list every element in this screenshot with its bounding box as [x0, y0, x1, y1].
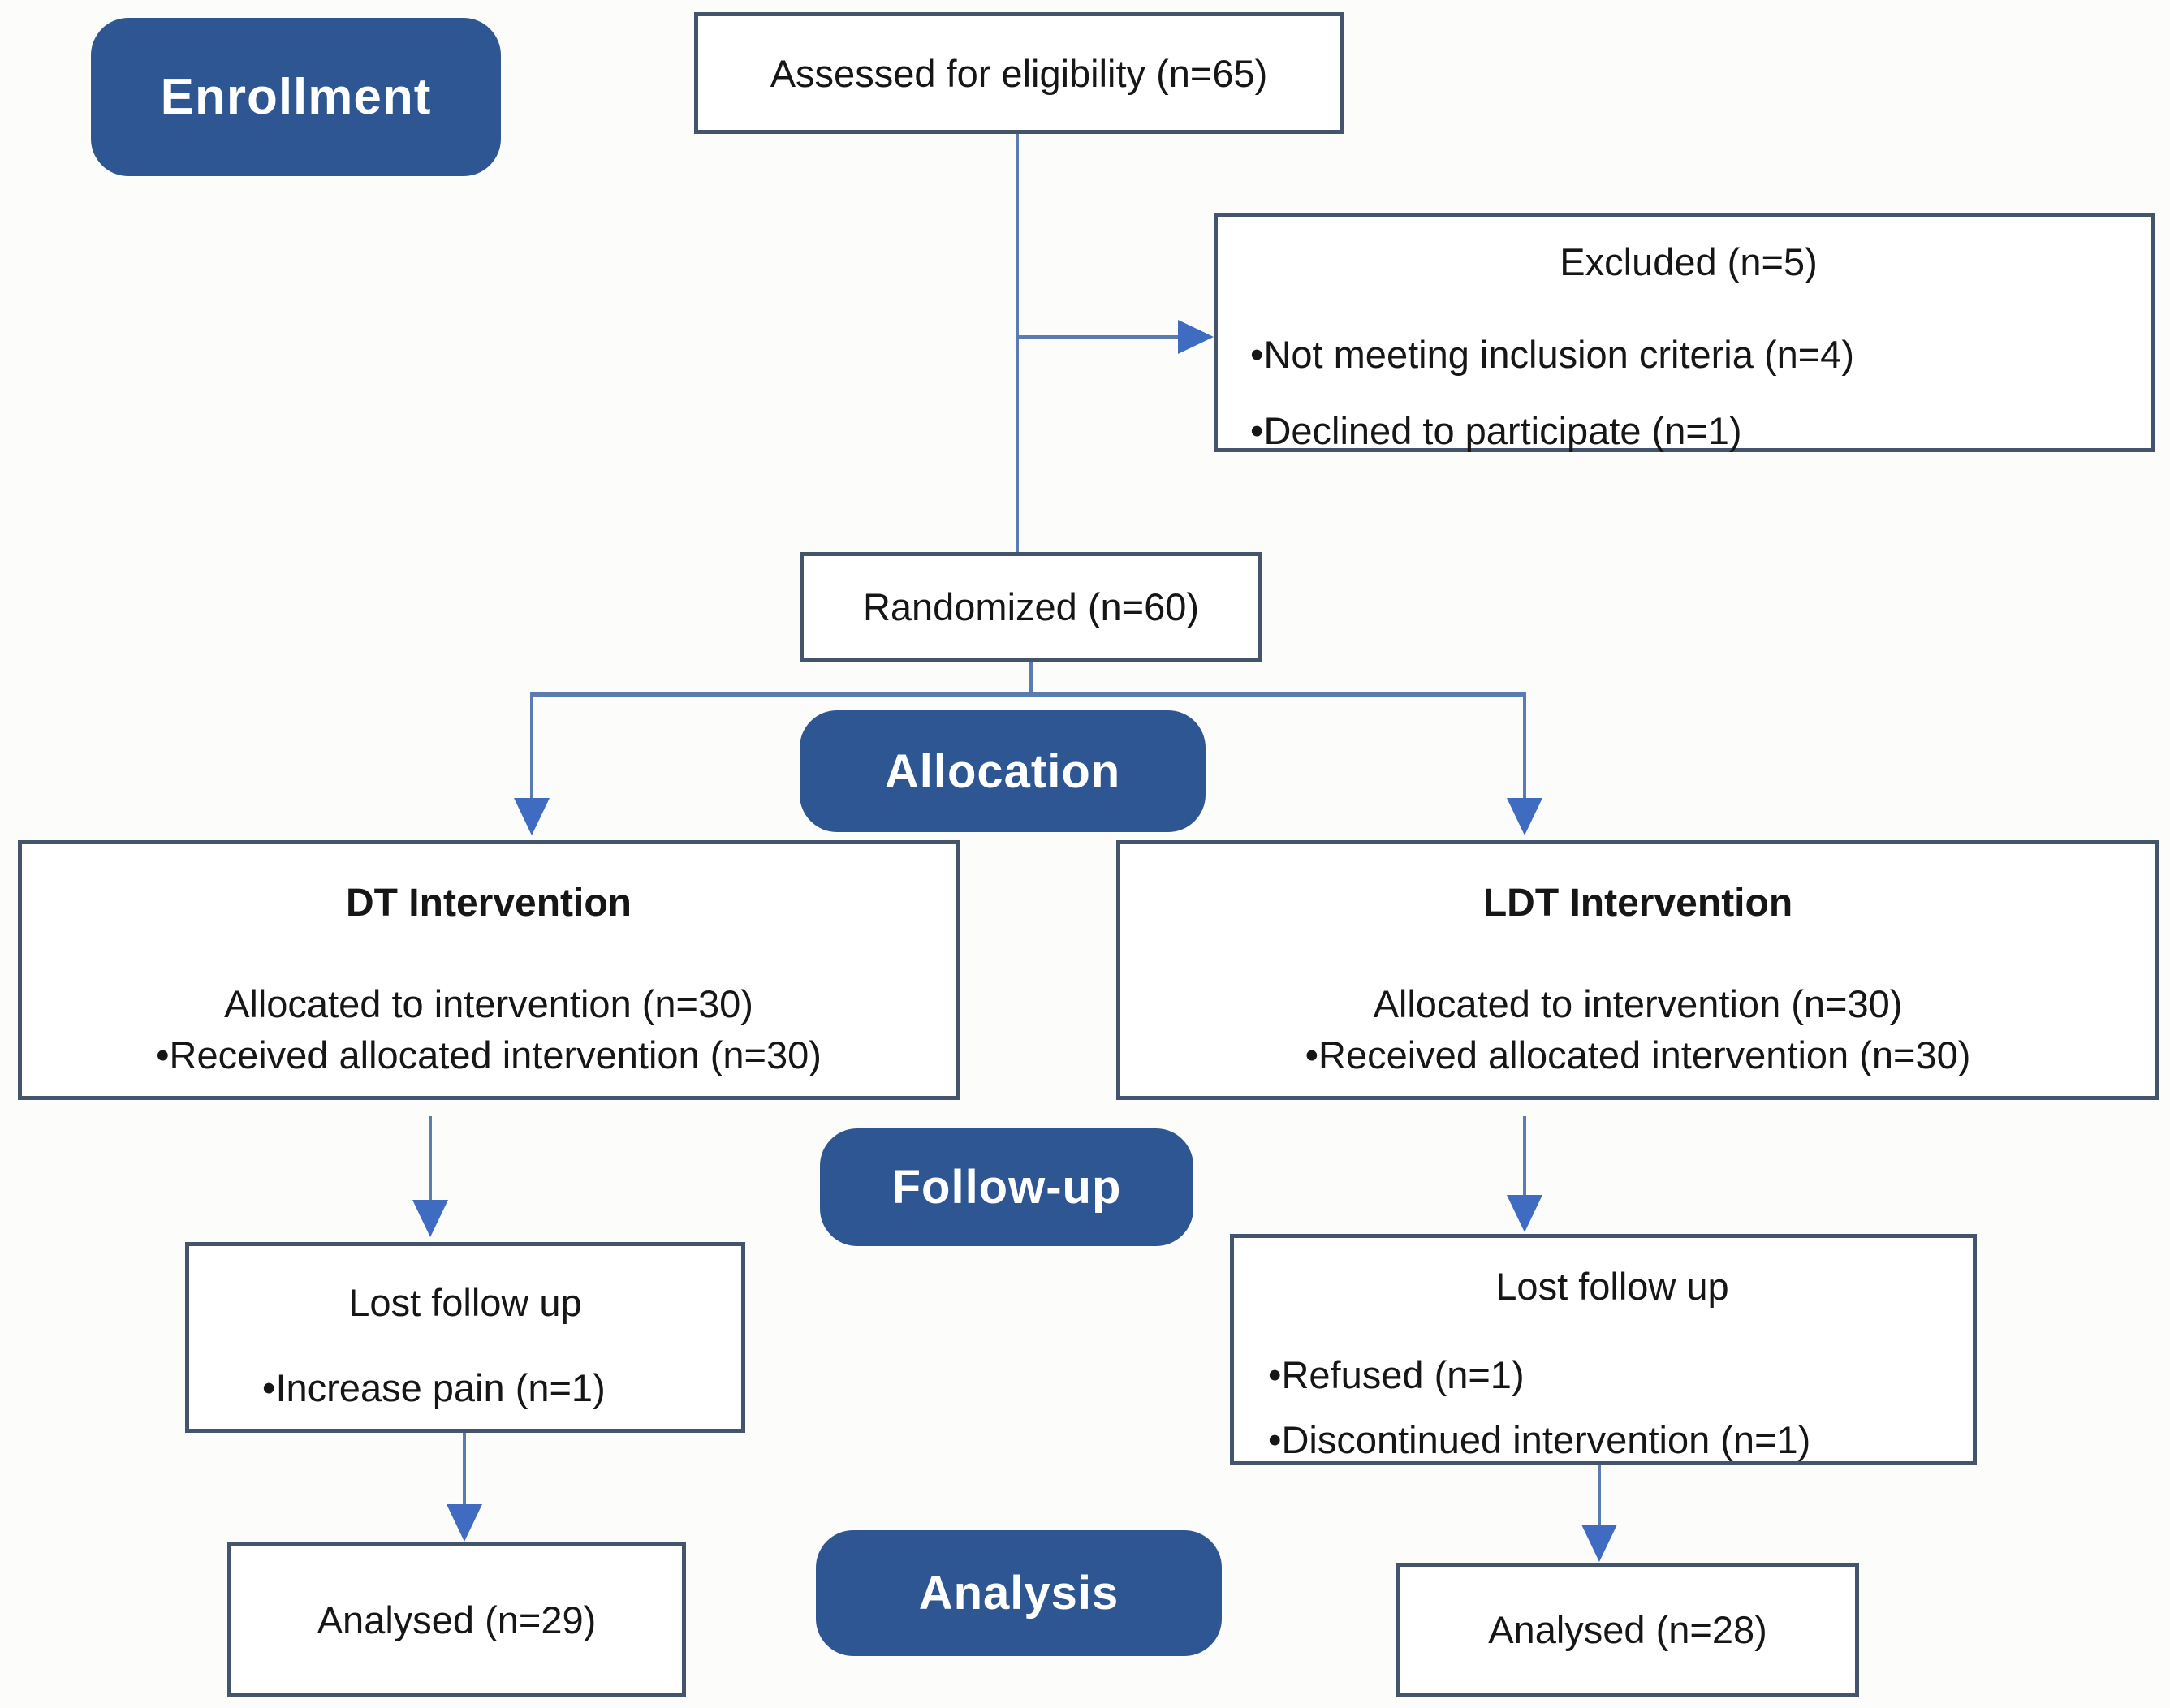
connector-ldt-to-lost: [1523, 1116, 1526, 1197]
lost-right-title: Lost follow up: [1495, 1265, 1729, 1308]
box-lost-followup-left: Lost follow up •Increase pain (n=1): [185, 1242, 745, 1433]
dt-title: DT Intervention: [345, 882, 632, 925]
box-ldt-intervention: LDT Intervention Allocated to interventi…: [1116, 840, 2159, 1100]
box-assessed-for-eligibility: Assessed for eligibility (n=65): [694, 12, 1344, 134]
box-lost-followup-right: Lost follow up •Refused (n=1) •Discontin…: [1230, 1234, 1977, 1465]
connector-branch-horizontal: [530, 692, 1526, 697]
lost-left-title: Lost follow up: [348, 1281, 582, 1324]
ldt-allocated-line: Allocated to intervention (n=30): [1373, 982, 1903, 1025]
lost-left-bullet-1: •Increase pain (n=1): [262, 1366, 606, 1409]
connector-branch-left: [530, 692, 533, 800]
analysed-left-text: Analysed (n=29): [317, 1598, 597, 1641]
excluded-bullet-1: •Not meeting inclusion criteria (n=4): [1250, 333, 1854, 376]
lost-right-bullet-2: •Discontinued intervention (n=1): [1268, 1417, 1811, 1461]
arrowhead-lost-right-icon: [1507, 1195, 1542, 1232]
connector-lost-to-analysed-right: [1598, 1465, 1601, 1526]
box-analysed-left: Analysed (n=29): [227, 1542, 686, 1697]
arrowhead-analysed-left-icon: [447, 1504, 482, 1542]
ldt-received-line: •Received allocated intervention (n=30): [1305, 1033, 1971, 1077]
excluded-title: Excluded (n=5): [1560, 240, 1818, 283]
stage-label-allocation: Allocation: [800, 710, 1206, 832]
stage-label-followup: Follow-up: [820, 1128, 1193, 1246]
box-randomized: Randomized (n=60): [800, 552, 1262, 662]
randomized-text: Randomized (n=60): [862, 585, 1200, 628]
stage-label-enrollment: Enrollment: [91, 18, 501, 176]
arrowhead-analysed-right-icon: [1581, 1525, 1617, 1562]
dt-received-line: •Received allocated intervention (n=30): [156, 1033, 822, 1077]
dt-allocated-line: Allocated to intervention (n=30): [224, 982, 753, 1025]
connector-dt-to-lost: [429, 1116, 432, 1201]
analysed-right-text: Analysed (n=28): [1488, 1608, 1767, 1651]
arrowhead-ldt-icon: [1507, 798, 1542, 835]
connector-to-excluded: [1017, 335, 1180, 339]
connector-randomized-stub: [1029, 662, 1033, 694]
connector-assessed-to-randomized: [1016, 134, 1019, 552]
assessed-text: Assessed for eligibility (n=65): [770, 51, 1268, 95]
connector-branch-right: [1523, 692, 1526, 800]
connector-lost-to-analysed-left: [463, 1433, 466, 1506]
ldt-title: LDT Intervention: [1482, 882, 1793, 925]
box-excluded: Excluded (n=5) •Not meeting inclusion cr…: [1214, 213, 2155, 452]
box-dt-intervention: DT Intervention Allocated to interventio…: [18, 840, 960, 1100]
arrowhead-excluded-icon: [1178, 320, 1214, 354]
arrowhead-lost-left-icon: [412, 1200, 448, 1237]
box-analysed-right: Analysed (n=28): [1396, 1563, 1859, 1697]
stage-label-analysis: Analysis: [816, 1530, 1222, 1656]
excluded-bullet-2: •Declined to participate (n=1): [1250, 409, 1742, 452]
arrowhead-dt-icon: [514, 798, 550, 835]
lost-right-bullet-1: •Refused (n=1): [1268, 1353, 1525, 1396]
